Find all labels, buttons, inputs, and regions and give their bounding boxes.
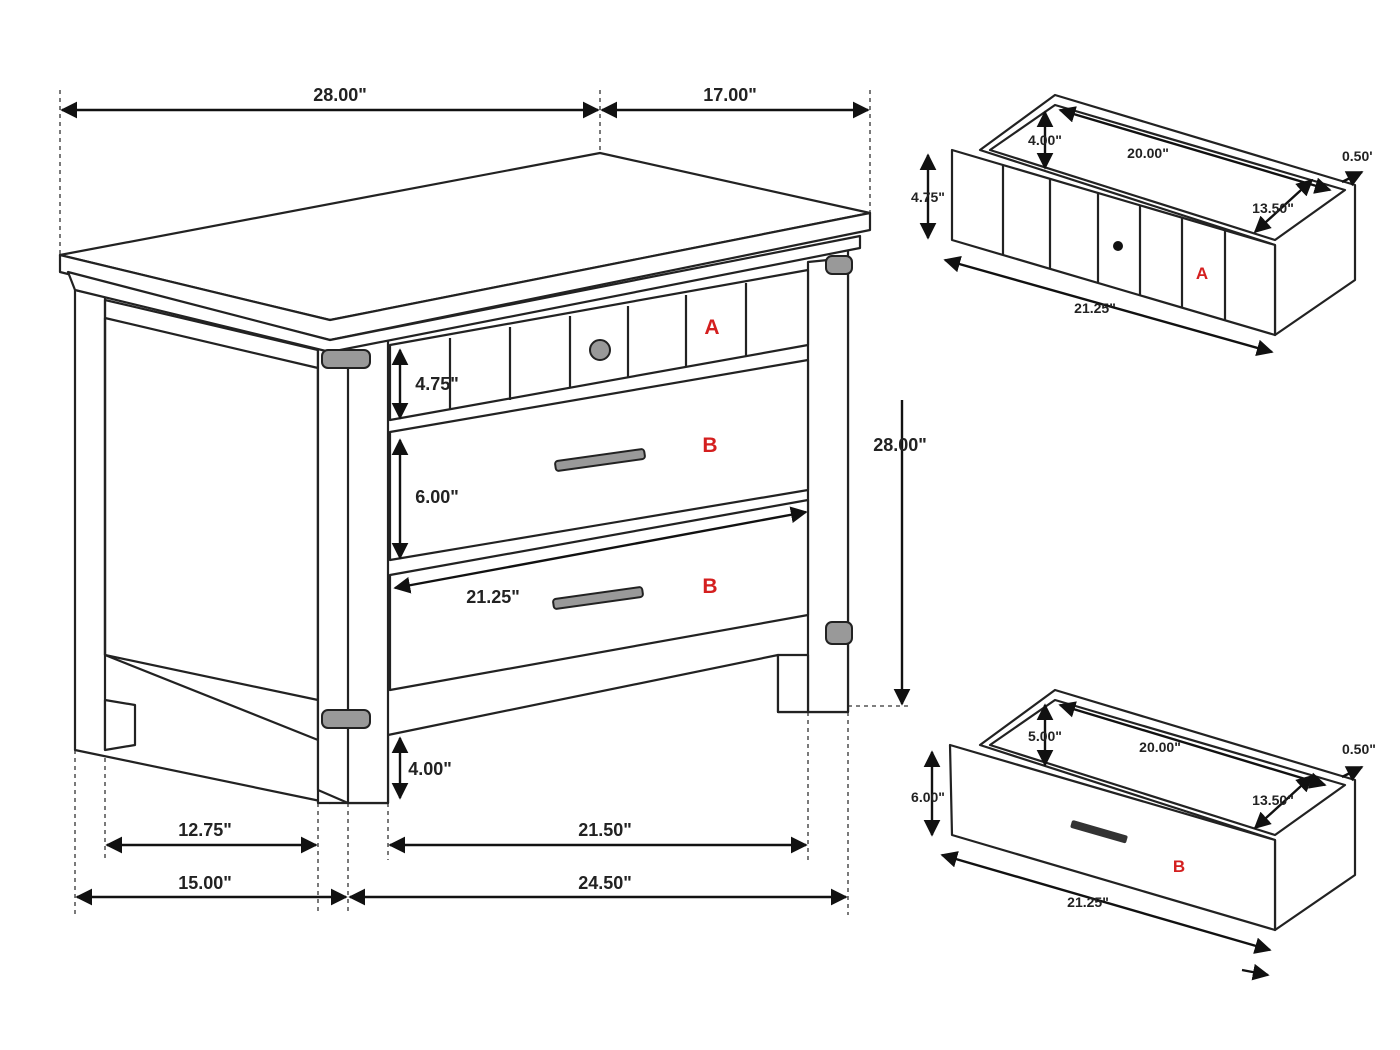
drawer-a-inner-depth: 13.50" (1252, 200, 1294, 216)
drawer-a-inner-height: 4.00" (1028, 132, 1062, 148)
drawer-a-height-label: 4.75" (415, 374, 459, 394)
side-outer-label: 15.00" (178, 873, 232, 893)
drawer-b-inner-width: 20.00" (1139, 739, 1181, 755)
height-label: 28.00" (873, 435, 927, 455)
drawer-b1-marker: B (702, 434, 717, 457)
nightstand-drawing: 28.00" 17.00" 28.00" 4.75" 6.00" 21.25" … (58, 85, 927, 915)
drawer-b-front-height: 6.00" (911, 789, 945, 805)
front-outer-label: 24.50" (578, 873, 632, 893)
drawer-b-detail: 5.00" 20.00" 0.50" 6.00" 13.50" B 21.25" (911, 688, 1376, 981)
drawer-b-inner-height: 5.00" (1028, 728, 1062, 744)
side-inner-label: 12.75" (178, 820, 232, 840)
drawer-a-detail: 4.00" 20.00" 0.50' 4.75" 13.50" A 21.25" (911, 93, 1373, 356)
overall-width-label: 28.00" (313, 85, 367, 105)
drawer-b-marker: B (1173, 857, 1185, 876)
depth-label: 17.00" (703, 85, 757, 105)
drawer-b-height-label: 6.00" (415, 487, 459, 507)
drawer-b-wall: 0.50" (1342, 741, 1376, 757)
drawer-a-wall: 0.50' (1342, 148, 1373, 164)
drawer-depth-label: 21.25" (466, 587, 520, 607)
handle-icon (554, 448, 646, 472)
drawer-b2-marker: B (702, 575, 717, 598)
drawer-a-marker: A (1196, 264, 1208, 283)
drawer-a-inner-width: 20.00" (1127, 145, 1169, 161)
drawer-a-depth: 21.25" (1074, 300, 1116, 316)
drawer-b-inner-depth: 13.50" (1252, 792, 1294, 808)
drawer-b-depth: 21.25" (1067, 894, 1109, 910)
drawer-a-front-height: 4.75" (911, 189, 945, 205)
knob-icon (1113, 241, 1123, 251)
handle-icon (1070, 820, 1128, 844)
front-inner-label: 21.50" (578, 820, 632, 840)
leg-height-label: 4.00" (408, 759, 452, 779)
drawer-a-marker: A (704, 316, 719, 339)
knob-icon (589, 339, 611, 361)
